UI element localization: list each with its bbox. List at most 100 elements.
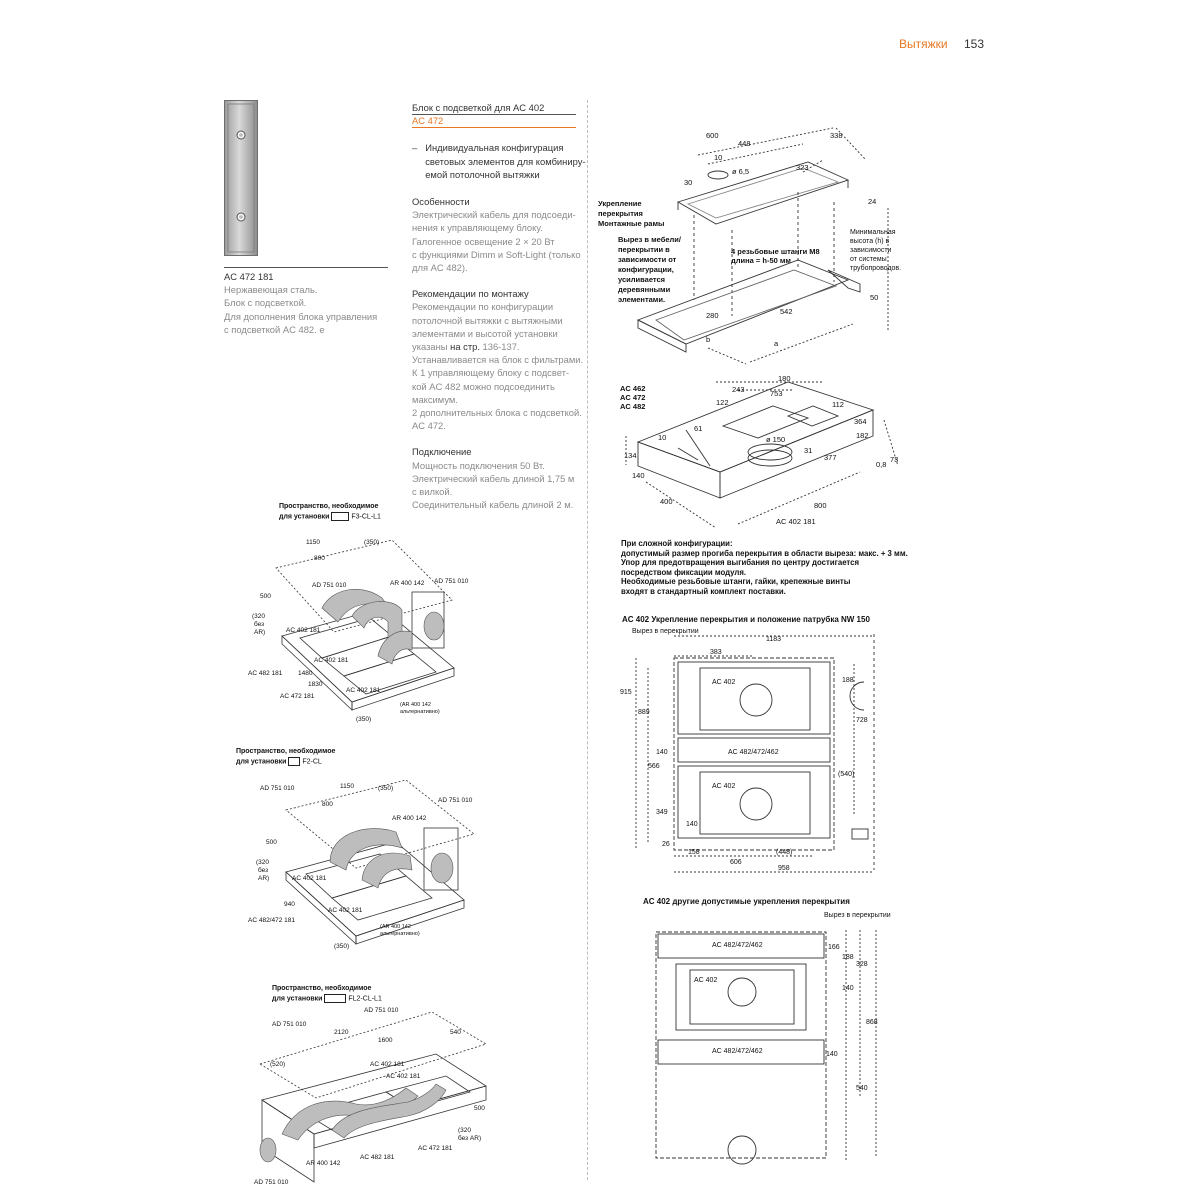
dim-label: 400 (660, 497, 673, 506)
product-caption: AC 472 181 Нержавеющая сталь. Блок с под… (224, 270, 394, 336)
bullet-line: Индивидуальная конфигурация (425, 142, 564, 154)
minheight-note: трубопроводов. (850, 264, 901, 272)
install-title-line: для установки F3-CL-L1 (279, 511, 381, 521)
dim-label: 448 (738, 139, 751, 148)
dim-label: 728 (856, 717, 868, 724)
cutout-label: Вырез в перекрытии (632, 628, 699, 635)
dim-label: 800 (814, 501, 827, 510)
part-label: (AR 400 142 (400, 702, 431, 708)
note-line: входят в стандартный комплект поставки. (621, 586, 786, 596)
alt-mounting-diagram: Вырез в перекрытии AC 482/472/462 AC 402… (655, 912, 891, 1165)
dim-label: (540) (838, 771, 854, 778)
unit-label: AC 402 (712, 679, 735, 686)
install-heading: Рекомендации по монтажу (412, 288, 529, 300)
dim-label: a (774, 339, 779, 348)
part-label: AC 402 181 (370, 1061, 405, 1068)
rods-note: длина = h-50 мм (731, 256, 791, 265)
ceiling-plan-diagram: Вырез в перекрытии 1183 383 915 889 AC 4… (620, 628, 875, 873)
dim-label: (320 (252, 613, 265, 620)
dim-label: 1150 (340, 783, 354, 790)
dim-label: b (706, 335, 710, 344)
dim-label: 180 (778, 374, 791, 383)
part-label: AR 400 142 (306, 1160, 341, 1167)
dim-label: (320 (256, 859, 269, 866)
dim-label: 31 (804, 446, 812, 455)
dim-label: 166 (828, 944, 840, 951)
dim-label: 500 (260, 593, 271, 600)
dim-label: 10 (658, 433, 666, 442)
dim-label: 61 (694, 424, 702, 433)
install-title-line: для установки F2-CL (236, 756, 322, 766)
cutout-note: усиливается (618, 275, 665, 284)
note-line: Упор для предотвращения выгибания по цен… (621, 558, 860, 567)
dim-label: 122 (716, 398, 729, 407)
product-line: Блок с подсветкой. (224, 297, 307, 309)
unit-label: AC 402 (694, 977, 717, 984)
dim-label: 140 (826, 1051, 838, 1058)
part-label: AC 482 181 (360, 1154, 395, 1161)
subtitle-rule (412, 114, 576, 115)
minheight-note: зависимости (850, 247, 892, 254)
product-line: Для дополнения блока управления (224, 310, 378, 322)
dim-label: 323 (796, 163, 809, 172)
dim-label: (350) (356, 716, 371, 723)
dim-label: (320 (458, 1127, 471, 1134)
dim-label: 140 (632, 471, 645, 480)
ref-link[interactable]: на стр. (450, 341, 480, 353)
dim-label: 188 (842, 677, 854, 684)
dim-label: 600 (706, 131, 719, 140)
dim-label: 73 (890, 455, 898, 464)
minheight-note: высота (h) в (850, 238, 890, 245)
install-title-line: для установки FL2-CL-L1 (272, 993, 382, 1003)
dim-label: 182 (856, 431, 869, 440)
rods-note: 4 резьбовые штанги M8 (731, 247, 820, 256)
note-line: посредством фиксации модуля. (621, 567, 747, 577)
dim-label: 50 (870, 293, 878, 302)
install-page-ref: указаны на стр. 136-137. (412, 340, 588, 353)
section-title: Вытяжки (899, 37, 948, 51)
install-diagram-fl2: AD 751 010 AD 751 010 2120 1600 540 (520… (254, 1007, 487, 1186)
dim-label: ø 6,5 (732, 167, 749, 176)
part-label: AR 400 142 (392, 815, 427, 822)
article-text: Блок с подсветкой для AC 402 AC 472 – Ин… (412, 101, 588, 511)
part-label: (AR 400 142 (380, 924, 411, 930)
install-line: максимум. (412, 393, 458, 405)
mount-label: перекрытия (598, 209, 643, 218)
dim-label: 349 (656, 809, 668, 816)
plan-title: AC 402 Укрепление перекрытия и положение… (622, 615, 870, 624)
install-diagram-f3: 1150 (350) 800 AD 751 010 AR 400 142 AD … (248, 539, 469, 723)
dim-label: 540 (450, 1029, 461, 1036)
part-label: AC 482/472 181 (248, 917, 295, 924)
part-label: AD 751 010 (438, 797, 473, 804)
part-label: AC 402 181 (386, 1073, 421, 1080)
config-icon (288, 756, 301, 766)
dim-label: 753 (770, 389, 783, 398)
dim-label: 1150 (306, 539, 320, 546)
dim-label: AR) (254, 629, 265, 636)
features-line: Галогенное освещение 2 × 20 Вт (412, 235, 555, 247)
part-label: AR 400 142 (390, 580, 425, 587)
install-heading-3: Пространство, необходимое для установки … (272, 985, 382, 1003)
part-label: AC 402 181 (328, 907, 363, 914)
cutout-note: деревянными (618, 285, 671, 294)
dim-label: 188 (842, 954, 854, 961)
dim-label: 500 (474, 1105, 485, 1112)
install-line: Рекомендации по конфигурации (412, 301, 554, 313)
model-label: AC 462 (620, 384, 645, 393)
dim-label: 24 (868, 197, 876, 206)
install-line: элементами и высотой установки (412, 327, 558, 339)
dim-label: 540 (856, 1085, 868, 1092)
install-line: К 1 управляющему блоку с подсвет- (412, 367, 570, 379)
dim-label: 800 (314, 555, 325, 562)
model-label: AC 482 (620, 402, 645, 411)
part-label: AC 402 181 (292, 875, 327, 882)
page-number: 153 (964, 37, 985, 51)
product-code: AC 472 181 (224, 271, 274, 282)
mount-label: Укрепление (598, 199, 642, 208)
install-line: 2 дополнительных блока с подсветкой. (412, 407, 582, 419)
install-title-line: Пространство, необходимое (279, 503, 379, 510)
features-line: Электрический кабель для подсоеди- (412, 209, 576, 221)
cutout-note: перекрытии в (618, 245, 670, 254)
part-label: AC 402 181 (286, 627, 321, 634)
ref-prefix: указаны (412, 341, 451, 353)
